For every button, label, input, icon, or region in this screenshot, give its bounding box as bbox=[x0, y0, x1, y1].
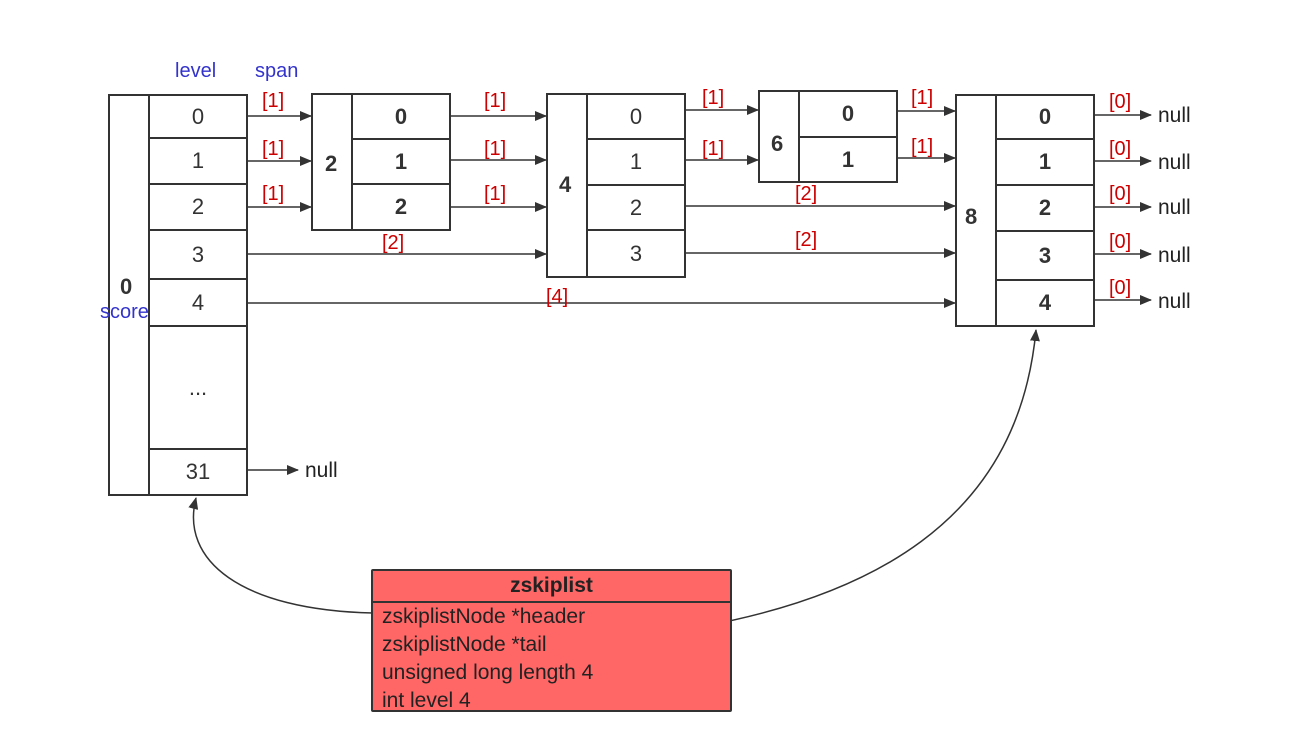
node-2-level-1: 1 bbox=[351, 138, 451, 185]
header-level-4: 4 bbox=[148, 278, 248, 327]
node-2-level-2: 2 bbox=[351, 183, 451, 231]
node-8-level-1: 1 bbox=[995, 138, 1095, 186]
span-node8-l2: [0] bbox=[1109, 183, 1132, 205]
null-l3: null bbox=[1158, 244, 1191, 267]
node-4-level-3: 3 bbox=[586, 229, 686, 278]
span-header-l3: [2] bbox=[382, 232, 405, 254]
node-4-score: 4 bbox=[559, 172, 572, 197]
node-6-level-1: 1 bbox=[798, 136, 898, 183]
node-6-score: 6 bbox=[771, 131, 784, 156]
null-l0: null bbox=[1158, 104, 1191, 127]
header-level-31: 31 bbox=[148, 448, 248, 496]
span-header-l4: [4] bbox=[546, 286, 569, 308]
node-4-level-2: 2 bbox=[586, 184, 686, 231]
level-label: level bbox=[175, 60, 217, 82]
header-l31-null: null bbox=[305, 459, 338, 482]
span-node8-l1: [0] bbox=[1109, 138, 1132, 160]
header-score: 0 bbox=[120, 274, 133, 299]
span-node6-l0: [1] bbox=[911, 87, 934, 109]
node-4 bbox=[546, 93, 588, 278]
null-l2: null bbox=[1158, 196, 1191, 219]
span-node6-l1: [1] bbox=[911, 136, 934, 158]
span-label: span bbox=[255, 60, 299, 82]
span-node4-l2: [2] bbox=[795, 183, 818, 205]
node-4-level-1: 1 bbox=[586, 138, 686, 186]
zskiplist-level-field: int level 4 bbox=[382, 689, 471, 712]
node-6 bbox=[758, 90, 800, 183]
header-pointer-curve bbox=[188, 497, 374, 614]
node-6-level-0: 0 bbox=[798, 90, 898, 138]
header-level-0: 0 bbox=[148, 94, 248, 139]
node-4-level-0: 0 bbox=[586, 93, 686, 140]
zskiplist-header-field: zskiplistNode *header bbox=[382, 605, 586, 628]
header-level-2: 2 bbox=[148, 183, 248, 231]
node-2-level-0: 0 bbox=[351, 93, 451, 140]
node-2-score: 2 bbox=[325, 151, 338, 176]
zskiplist-length-field: unsigned long length 4 bbox=[382, 661, 594, 684]
span-header-l0: [1] bbox=[262, 90, 285, 112]
span-header-l1: [1] bbox=[262, 138, 285, 160]
zskiplist-struct: zskiplist zskiplistNode *header zskiplis… bbox=[371, 569, 732, 712]
span-node4-l0: [1] bbox=[702, 87, 725, 109]
header-level-1: 1 bbox=[148, 137, 248, 185]
header-level-ellipsis: ... bbox=[148, 325, 248, 450]
span-node2-l0: [1] bbox=[484, 90, 507, 112]
node-8-level-3: 3 bbox=[995, 230, 1095, 281]
span-node8-l3: [0] bbox=[1109, 231, 1132, 253]
zskiplist-tail-field: zskiplistNode *tail bbox=[382, 633, 547, 656]
span-node8-l4: [0] bbox=[1109, 277, 1132, 299]
node-8-level-0: 0 bbox=[995, 94, 1095, 140]
null-l4: null bbox=[1158, 290, 1191, 313]
span-header-l2: [1] bbox=[262, 183, 285, 205]
node-8-score: 8 bbox=[965, 204, 978, 229]
null-l1: null bbox=[1158, 151, 1191, 174]
score-label: score bbox=[100, 301, 149, 323]
zskiplist-title: zskiplist bbox=[373, 571, 730, 603]
span-node2-l1: [1] bbox=[484, 138, 507, 160]
node-2 bbox=[311, 93, 353, 231]
header-level-3: 3 bbox=[148, 229, 248, 280]
span-node8-l0: [0] bbox=[1109, 91, 1132, 113]
span-node4-l3: [2] bbox=[795, 229, 818, 251]
node-8-level-4: 4 bbox=[995, 279, 1095, 327]
span-node4-l1: [1] bbox=[702, 138, 725, 160]
node-8-level-2: 2 bbox=[995, 184, 1095, 232]
span-node2-l2: [1] bbox=[484, 183, 507, 205]
